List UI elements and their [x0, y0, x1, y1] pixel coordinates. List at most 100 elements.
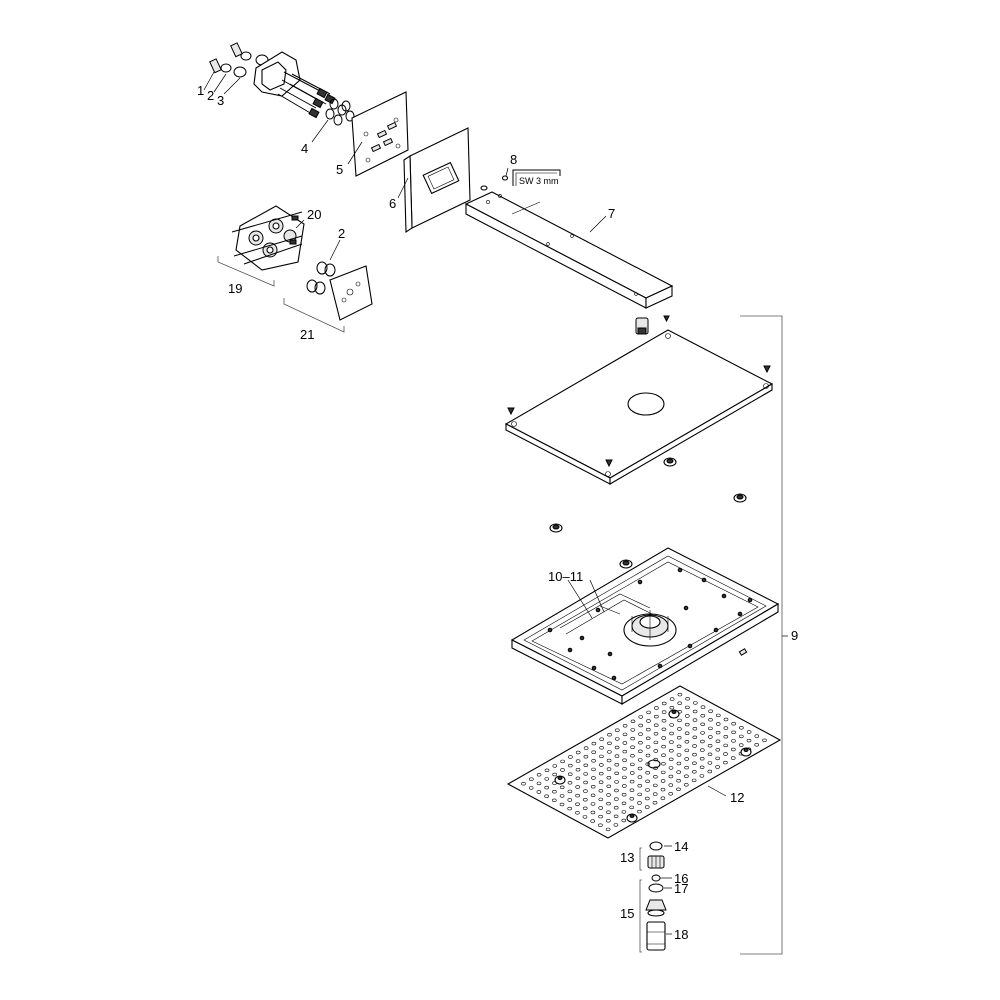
nozzle [653, 732, 659, 736]
nozzle [676, 778, 681, 783]
nozzle [684, 714, 690, 718]
housing-bolts [547, 567, 753, 681]
filter-part-15 [645, 899, 667, 917]
nozzle [544, 794, 549, 798]
nozzle [676, 787, 681, 791]
spray-disc-part-12 [506, 685, 782, 839]
nozzle [614, 762, 620, 767]
nozzle [677, 727, 682, 731]
nozzle [622, 758, 627, 762]
nozzle [699, 765, 705, 769]
nozzle [630, 745, 635, 749]
nozzle [638, 723, 644, 728]
shower-arm-part-7 [464, 185, 674, 309]
callout-8: 8 [510, 152, 517, 167]
connector-part-18 [646, 921, 666, 951]
nozzle [598, 789, 604, 793]
nozzle [598, 797, 604, 802]
nozzle [606, 750, 612, 754]
nozzle [730, 756, 736, 760]
nozzle [676, 761, 682, 766]
nozzle [622, 775, 627, 780]
o-ring-part-2-lower [306, 239, 341, 295]
nozzle [583, 763, 589, 767]
spacer-washers [549, 457, 747, 569]
nozzle [660, 779, 666, 783]
callout-7: 7 [608, 206, 615, 221]
nozzle [544, 768, 550, 772]
nozzle [645, 727, 651, 732]
nozzle [731, 730, 736, 734]
callout-16: 16 [674, 871, 688, 886]
nozzle [606, 801, 611, 806]
nozzle [645, 788, 650, 792]
nozzle [621, 818, 627, 823]
nozzle [621, 810, 627, 814]
nozzle [591, 776, 596, 780]
nozzle [723, 743, 729, 748]
nozzle [645, 736, 651, 740]
nozzle [700, 713, 706, 718]
nozzle [613, 823, 619, 827]
nut-part-13 [647, 855, 665, 869]
nozzle [614, 780, 619, 784]
nozzle [614, 728, 620, 732]
nozzle [684, 731, 690, 735]
nozzle [668, 757, 674, 761]
o-ring-part-17 [648, 883, 664, 893]
nozzle [598, 823, 603, 827]
nozzle [661, 762, 666, 766]
nozzle [661, 744, 666, 749]
nozzle [622, 724, 628, 728]
allen-key-size-label: SW 3 mm [519, 176, 559, 186]
grub-screw-part-8 [501, 167, 509, 181]
nozzle [707, 752, 713, 756]
nozzle [738, 743, 744, 747]
nozzle [536, 781, 542, 786]
callout-14: 14 [674, 839, 688, 854]
nozzle [638, 732, 643, 736]
nozzle [731, 739, 736, 743]
callout-18: 18 [674, 927, 688, 942]
nozzle [715, 765, 720, 769]
nozzle [645, 779, 650, 783]
nozzle [668, 792, 674, 796]
nozzle [677, 701, 683, 705]
nozzle [575, 776, 581, 780]
nozzle [598, 771, 604, 776]
escutcheon-part-5 [347, 91, 409, 177]
nozzle [575, 767, 581, 772]
nozzle [715, 739, 721, 743]
nozzle [660, 787, 666, 792]
nozzle [669, 740, 674, 744]
o-ring-part-14 [649, 841, 663, 851]
nozzle [638, 715, 644, 719]
nozzle [715, 730, 721, 735]
callout-10-11: 10–11 [548, 569, 583, 584]
nozzle [567, 806, 573, 811]
nozzle [598, 763, 604, 767]
nozzle [583, 754, 589, 759]
nozzle [583, 746, 589, 750]
nozzle [685, 697, 690, 701]
nozzle [607, 741, 612, 745]
nozzle [699, 748, 705, 752]
nozzle [646, 719, 651, 723]
nozzle [684, 722, 690, 727]
nozzle [591, 759, 596, 763]
nozzle [676, 744, 682, 748]
callout-15: 15 [620, 906, 634, 921]
nozzle [637, 809, 642, 814]
nozzle [575, 802, 580, 806]
nozzle [715, 756, 721, 761]
nozzle [637, 766, 643, 771]
nozzle [567, 789, 573, 794]
nozzle [605, 827, 611, 832]
nozzle [630, 736, 636, 741]
nozzle [575, 759, 581, 763]
nozzle [692, 718, 698, 722]
nozzle [708, 718, 713, 722]
nozzle [692, 735, 698, 739]
nozzle [536, 773, 542, 777]
